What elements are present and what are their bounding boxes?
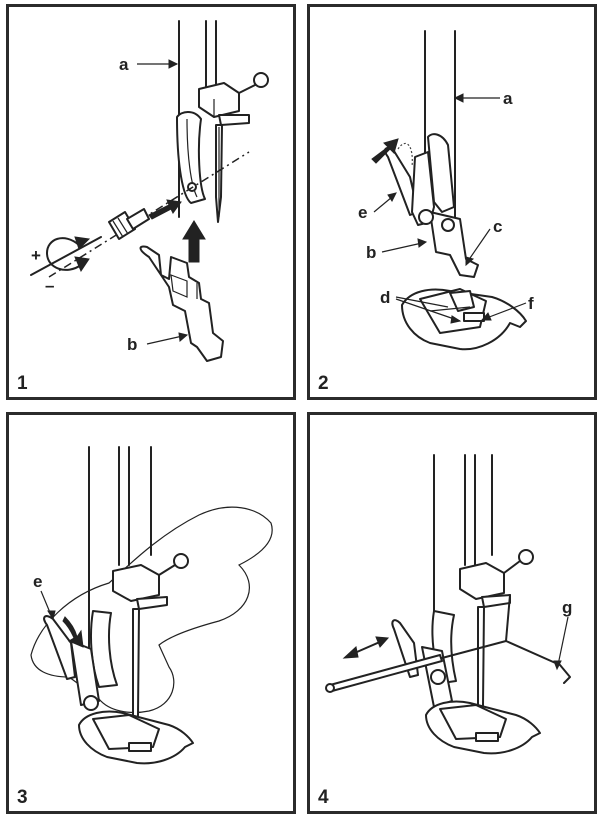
- panel-3: e 3: [6, 412, 296, 814]
- thumb-screw: [108, 208, 150, 240]
- lever-arrow: [371, 138, 399, 164]
- lever-arrow: [62, 616, 84, 648]
- label-e: e: [358, 203, 367, 222]
- panel-1: + – a b 1: [6, 4, 296, 400]
- panel-4-illustration: g 4: [318, 454, 572, 808]
- label-b: b: [127, 335, 137, 354]
- panel-number: 2: [318, 373, 329, 394]
- foot-holder: [411, 133, 479, 278]
- presser-bar: [433, 454, 493, 636]
- needle: [215, 124, 223, 223]
- label-c: c: [493, 217, 502, 236]
- rotation-icon: [30, 236, 102, 276]
- label-a: a: [503, 89, 513, 108]
- insert-arrow: [148, 199, 182, 220]
- needle-clamp: [198, 72, 269, 126]
- panel-number: 4: [318, 787, 329, 808]
- direction-arrow: [342, 636, 390, 659]
- panel-number: 1: [17, 373, 28, 394]
- label-d: d: [380, 288, 390, 307]
- needle-clamp: [459, 549, 534, 608]
- up-arrow: [182, 220, 206, 263]
- foot-holder: [391, 610, 457, 708]
- presser-foot: [78, 710, 194, 765]
- minus-label: –: [45, 276, 54, 295]
- panel-2-illustration: a e b c: [318, 30, 534, 394]
- label-b: b: [366, 243, 376, 262]
- presser-foot: [401, 288, 527, 351]
- presser-foot-b: [139, 245, 224, 362]
- label-a: a: [119, 55, 129, 74]
- plus-label: +: [31, 246, 41, 265]
- panel-number: 3: [17, 787, 28, 808]
- panel-3-illustration: e 3: [17, 446, 273, 808]
- label-g: g: [562, 598, 572, 617]
- presser-bar: [88, 446, 152, 656]
- panel-4: g 4: [307, 412, 597, 814]
- panel-2: a e b c: [307, 4, 597, 400]
- screwdriver: [325, 594, 571, 693]
- needle-clamp: [112, 553, 189, 610]
- label-e: e: [33, 572, 42, 591]
- presser-foot: [425, 700, 541, 755]
- hand: [30, 506, 273, 714]
- axis-line: [48, 151, 250, 278]
- label-f: f: [528, 294, 534, 313]
- panel-1-illustration: + – a b 1: [17, 20, 269, 394]
- foot-holder: [176, 111, 206, 204]
- foot-holder: [43, 610, 118, 711]
